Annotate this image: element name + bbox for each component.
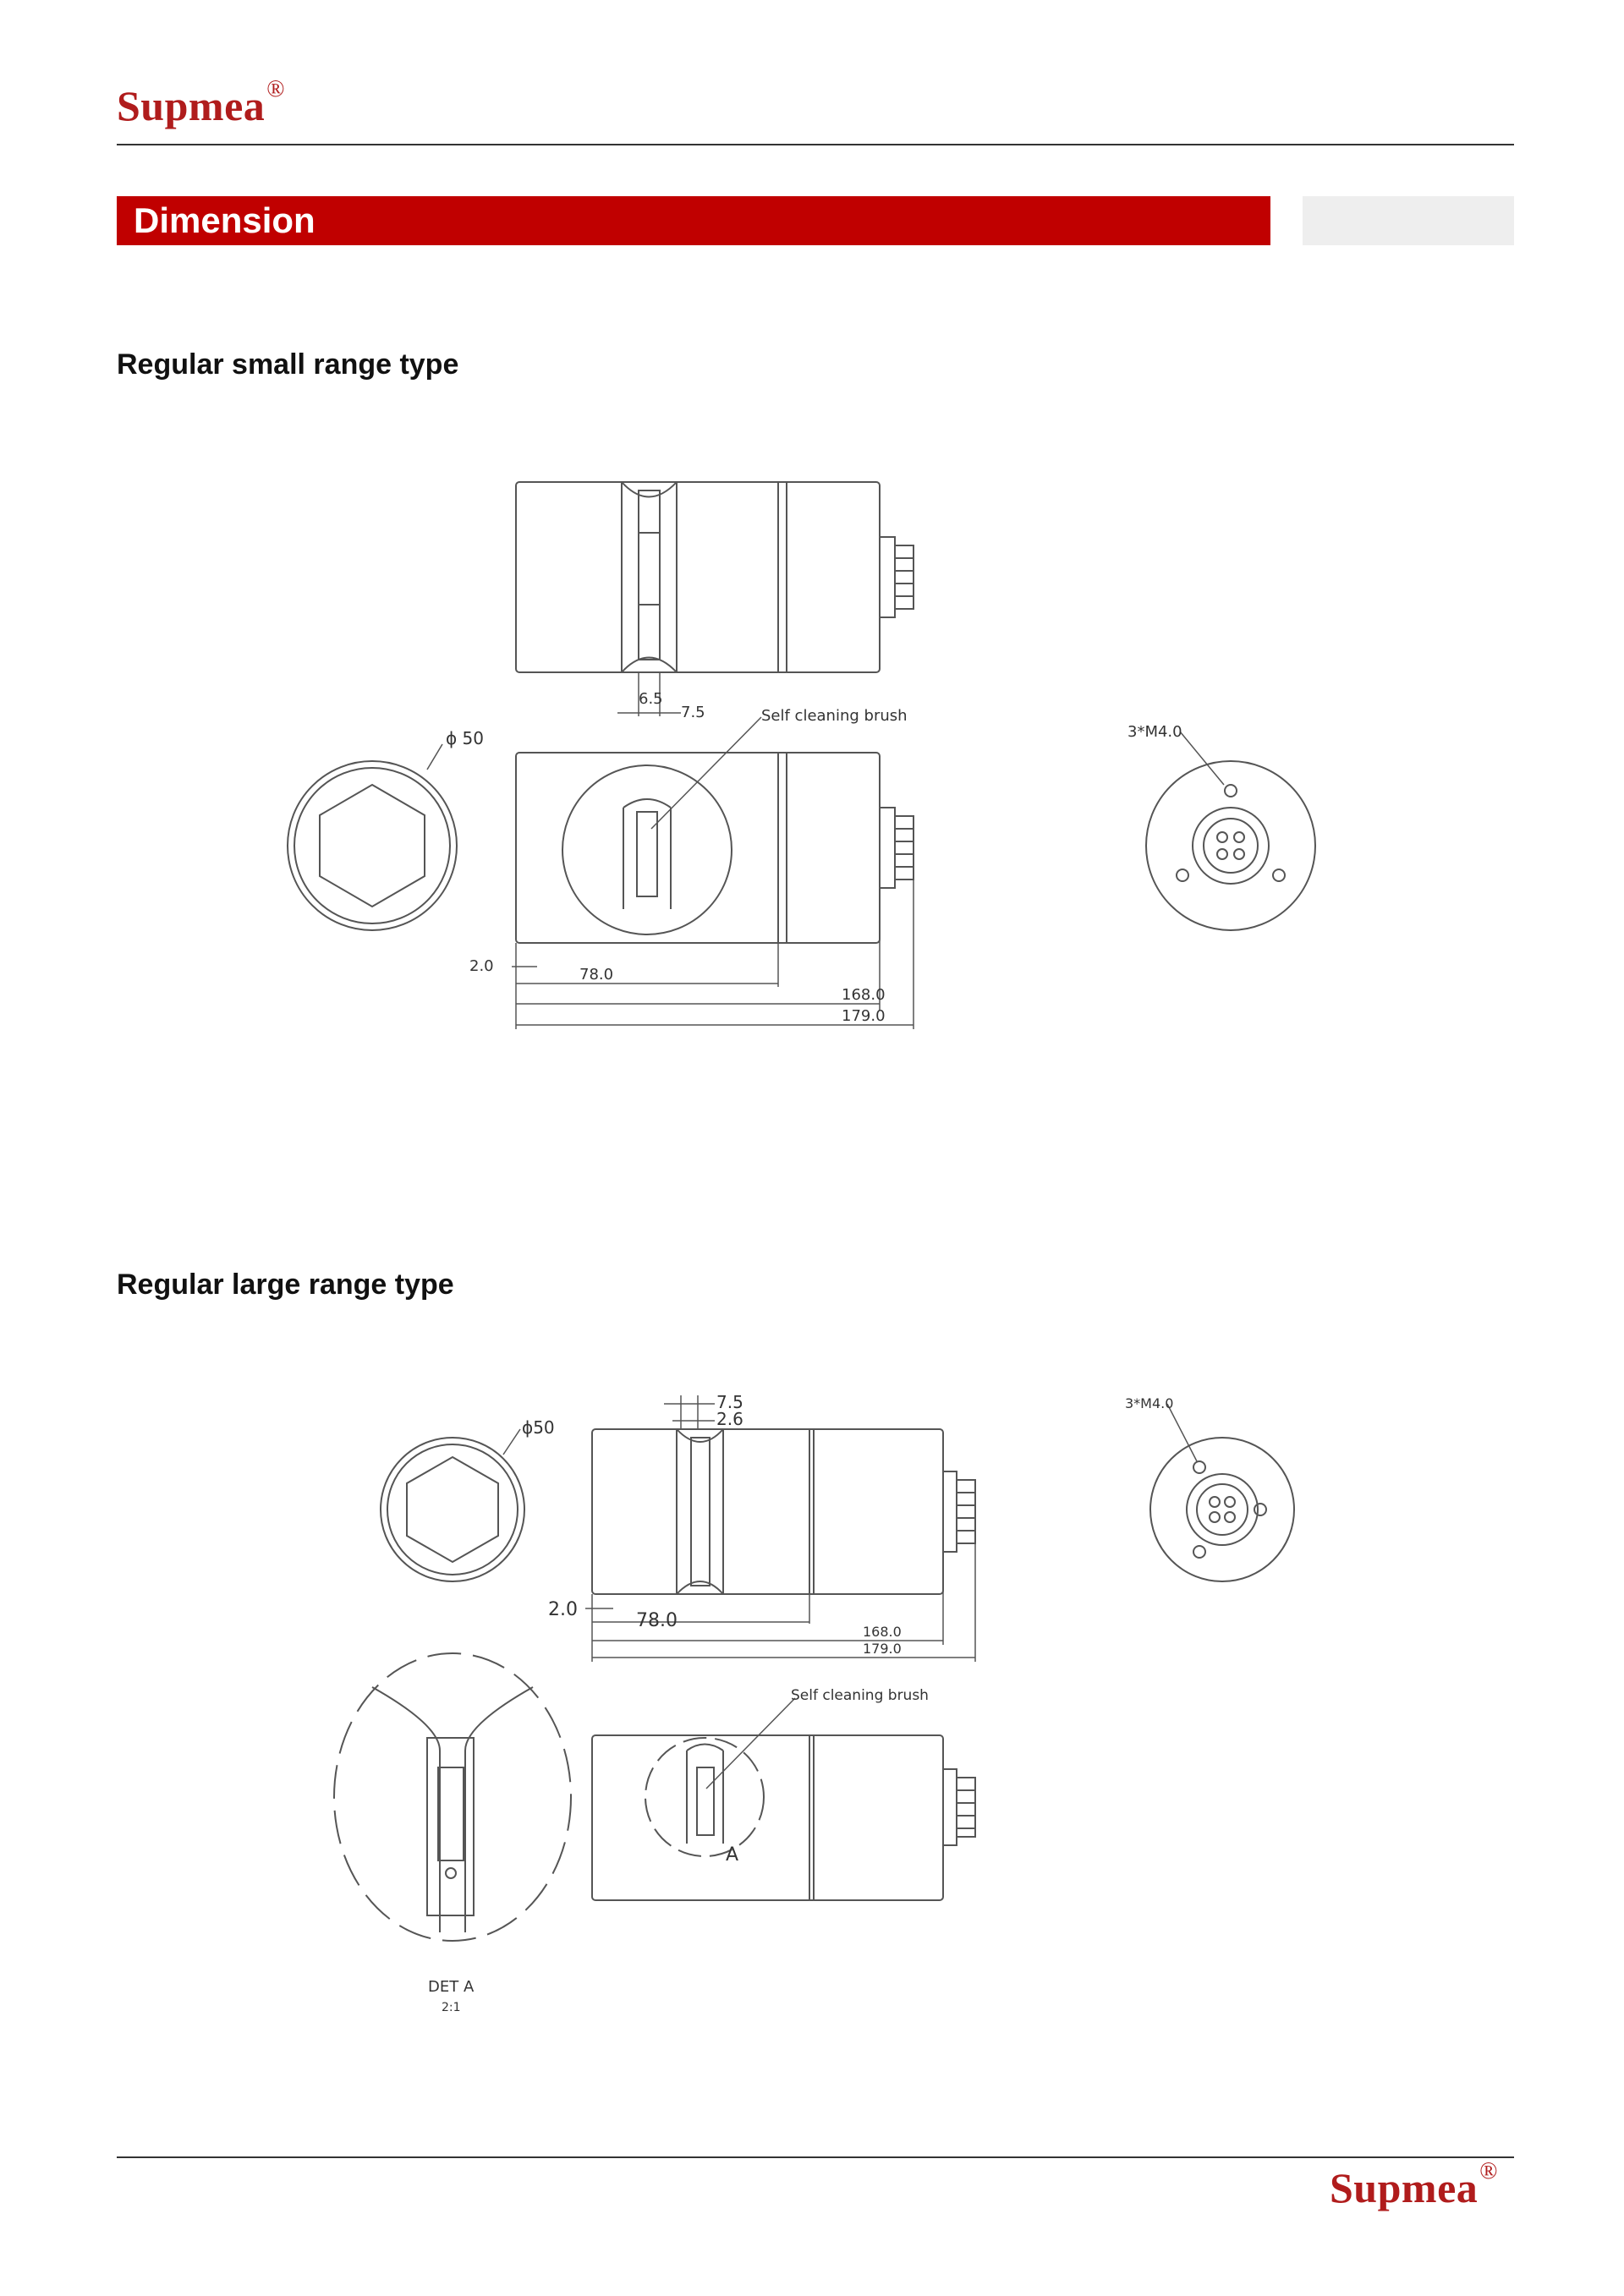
holes-label: 3*M4.0 (1125, 1395, 1173, 1411)
end-view-left (380, 1437, 525, 1582)
dim-168-0-label: 168.0 (863, 1624, 902, 1640)
footer-divider (117, 2156, 1514, 2158)
dim-2-6-label: 2.6 (716, 1409, 743, 1429)
dim-179-0-label: 179.0 (842, 1007, 886, 1025)
end-view-right (1145, 760, 1316, 931)
dim-78-0-label: 78.0 (579, 966, 613, 984)
end-view-right (1149, 1437, 1295, 1582)
small-range-heading: Regular small range type (117, 348, 459, 381)
brand-logo-bottom: Supmea® (1330, 2158, 1498, 2212)
dim-2-0-label: 2.0 (469, 957, 494, 975)
side-view-body (515, 752, 914, 944)
end-view-left (287, 760, 458, 931)
brand-logo-top: Supmea® (117, 76, 285, 130)
registered-mark: ® (266, 76, 286, 102)
detail-scale: 2:1 (442, 2001, 461, 2014)
brand-name: Supmea (117, 82, 266, 129)
lower-side-view-body (591, 1734, 976, 1901)
brush-label: Self cleaning brush (791, 1687, 929, 1704)
section-title: Dimension (134, 200, 315, 240)
large-range-heading: Regular large range type (117, 1269, 454, 1301)
dim-179-0-label: 179.0 (863, 1641, 902, 1657)
small-range-dimension-drawing: 6.5 7.5 ϕ 50 Self cleaning brush 3*M4.0 (287, 481, 1316, 1029)
holes-label: 3*M4.0 (1127, 723, 1182, 741)
section-side-block (1303, 196, 1514, 245)
dim-7-5-label: 7.5 (716, 1392, 743, 1412)
brand-name: Supmea (1330, 2164, 1479, 2211)
dim-2-0-label: 2.0 (548, 1599, 578, 1620)
registered-mark: ® (1479, 2158, 1499, 2184)
section-title-bar: Dimension (117, 196, 1270, 245)
dim-78-0-label: 78.0 (636, 1610, 678, 1631)
header-divider (117, 144, 1514, 145)
dim-7-5-label: 7.5 (681, 704, 705, 721)
phi50-label: ϕ 50 (446, 728, 484, 748)
detail-marker: A (726, 1844, 738, 1866)
upper-side-view-body (591, 1428, 976, 1595)
dim-168-0-label: 168.0 (842, 986, 886, 1004)
top-view-body (515, 481, 914, 673)
phi50-label: ϕ50 (522, 1417, 555, 1438)
dim-6-5-label: 6.5 (639, 690, 663, 708)
detail-a-view (333, 1652, 572, 1942)
detail-title: DET A (428, 1978, 475, 1996)
brush-label: Self cleaning brush (761, 707, 908, 725)
large-range-dimension-drawing: ϕ50 7.5 2.6 3*M4.0 (333, 1392, 1295, 2014)
